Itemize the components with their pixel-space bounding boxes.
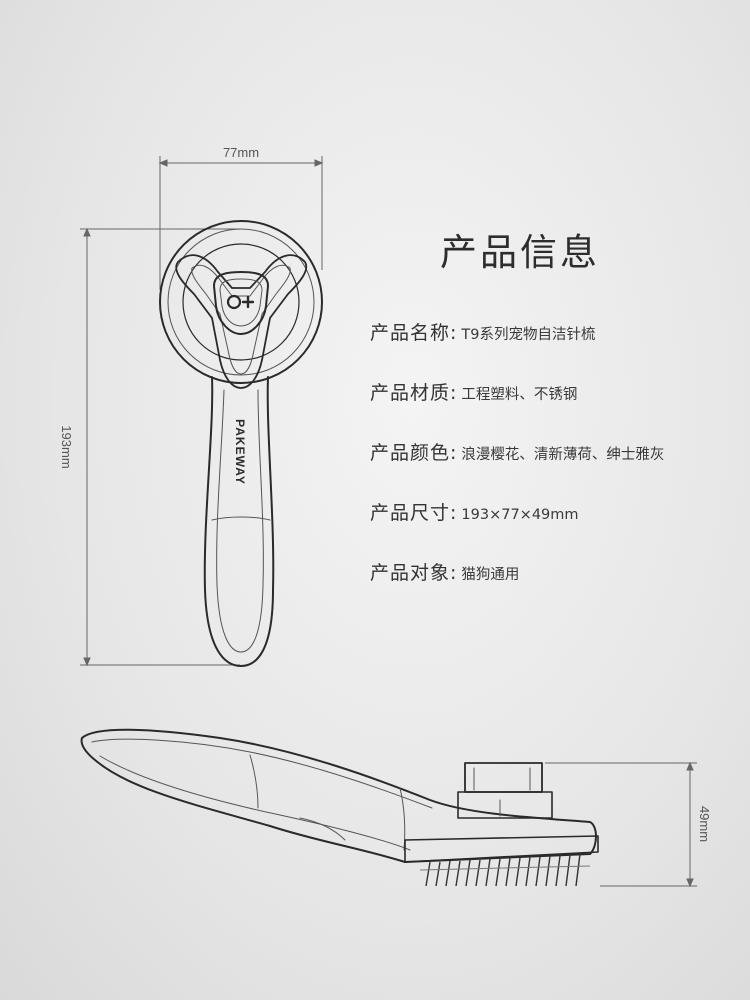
spec-value: T9系列宠物自洁针梳	[461, 327, 596, 343]
spec-value: 浪漫樱花、清新薄荷、绅士雅灰	[461, 447, 665, 463]
brush-pins	[425, 853, 581, 887]
spec-row-size: 产品尺寸:193×77×49mm	[370, 498, 579, 525]
brand-mark: PAKEWAY	[233, 419, 247, 485]
height-dimension	[80, 227, 240, 667]
spec-label: 产品尺寸:	[370, 502, 458, 524]
width-dimension	[158, 156, 324, 290]
spec-label: 产品对象:	[370, 562, 458, 584]
brush-top-view	[159, 220, 323, 667]
spec-value: 工程塑料、不锈钢	[461, 387, 578, 403]
spec-row-target: 产品对象:猫狗通用	[370, 558, 519, 585]
height-label: 193mm	[59, 425, 74, 468]
width-label: 77mm	[223, 145, 259, 160]
depth-label: 49mm	[697, 806, 712, 842]
spec-label: 产品材质:	[370, 382, 458, 404]
brush-pins-bristle-detail	[419, 865, 591, 871]
depth-dimension	[545, 761, 697, 888]
spec-row-name: 产品名称:T9系列宠物自洁针梳	[370, 318, 596, 345]
brush-side-view	[80, 728, 599, 863]
spec-row-color: 产品颜色:浪漫樱花、清新薄荷、绅士雅灰	[370, 438, 664, 465]
spec-label: 产品名称:	[370, 322, 458, 344]
page-title: 产品信息	[440, 231, 600, 274]
spec-value: 猫狗通用	[461, 567, 520, 583]
spec-row-material: 产品材质:工程塑料、不锈钢	[370, 378, 577, 405]
spec-label: 产品颜色:	[370, 442, 458, 464]
spec-value: 193×77×49mm	[461, 507, 579, 523]
